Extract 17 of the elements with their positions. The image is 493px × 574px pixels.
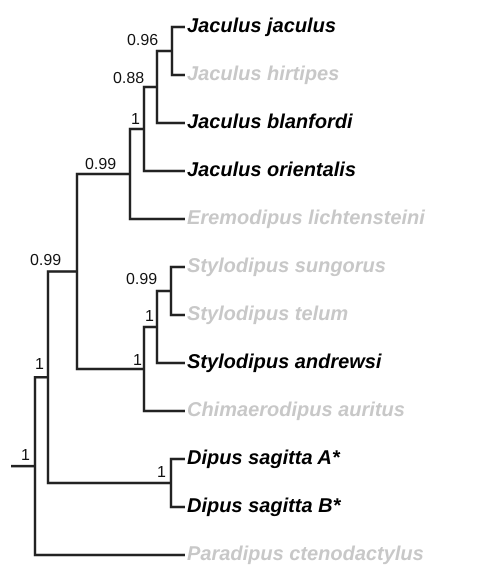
species-name: Stylodipus andrewsi [187, 352, 382, 372]
support-value: 0.99 [30, 253, 62, 269]
support-value: 1 [145, 309, 154, 325]
species-name: Jaculus blanfordi [187, 112, 353, 132]
support-value: 1 [131, 112, 140, 128]
species-name: Jaculus orientalis [187, 160, 356, 180]
species-name: Jaculus jaculus [187, 16, 336, 36]
support-value: 1 [157, 465, 166, 481]
support-value: 0.99 [85, 157, 116, 173]
species-name: Dipus sagitta B* [187, 496, 340, 516]
support-value: 1 [133, 353, 142, 369]
support-value: 0.88 [113, 71, 144, 87]
support-value: 1 [21, 448, 30, 464]
species-name: Dipus sagitta A* [187, 448, 340, 468]
support-value: 1 [35, 357, 44, 373]
support-value: 0.99 [126, 272, 158, 288]
support-value: 0.96 [127, 33, 158, 49]
